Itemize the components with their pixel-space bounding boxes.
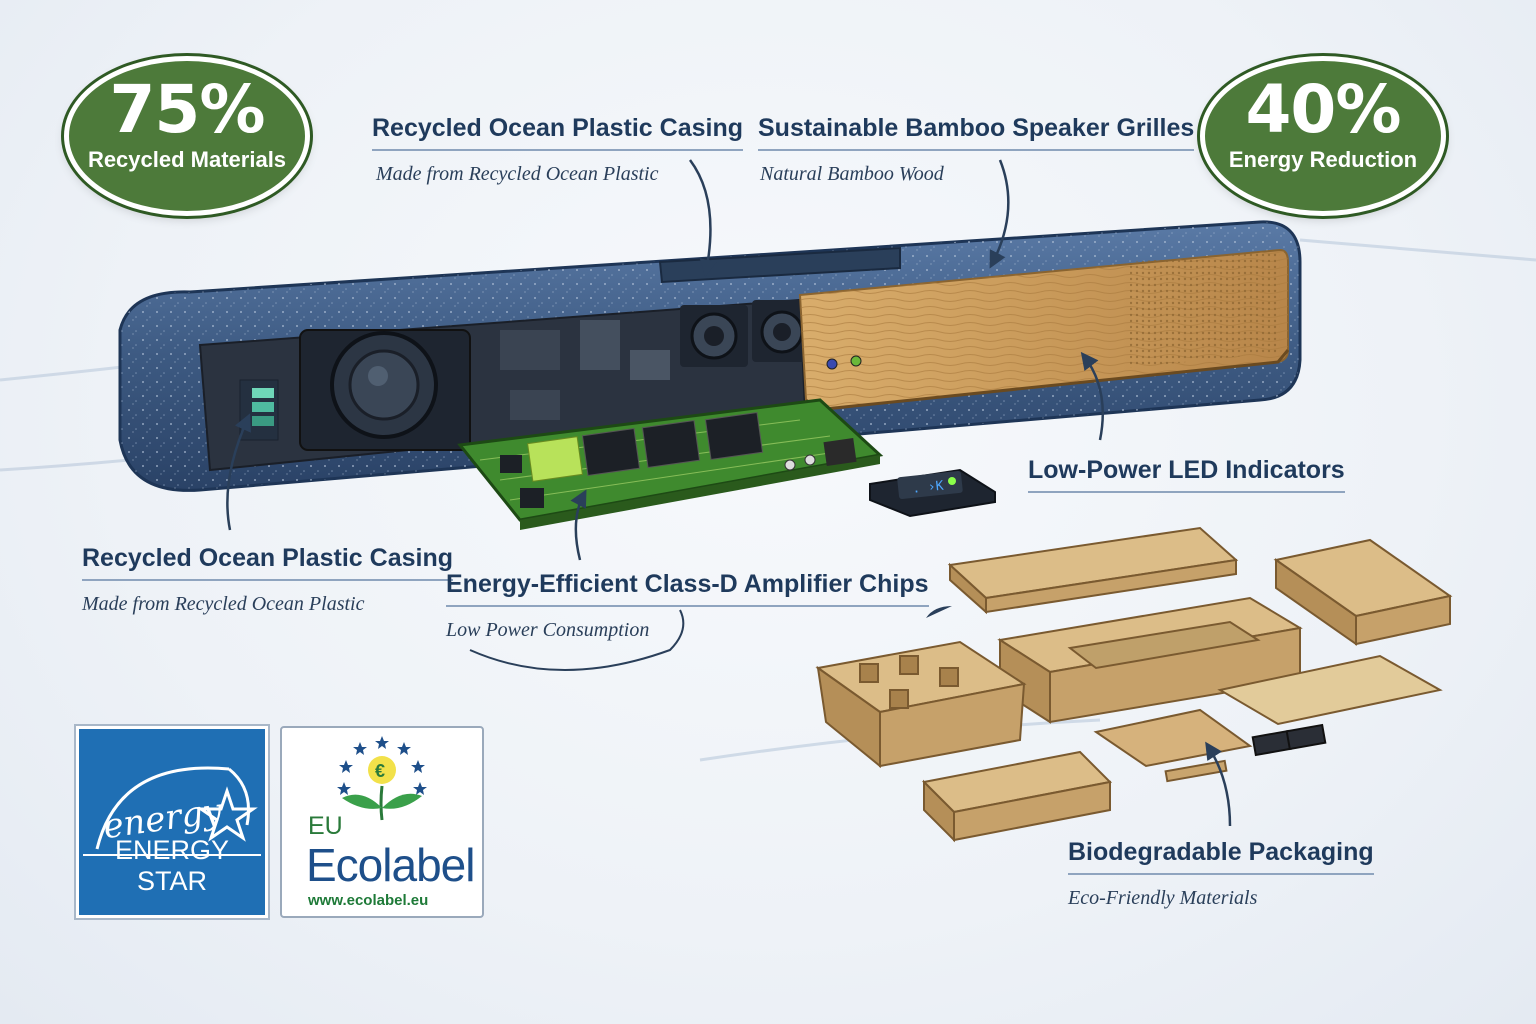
recycled-materials-label: Recycled Materials xyxy=(87,147,287,172)
callout-led: Low-Power LED Indicators xyxy=(1028,456,1345,493)
eu-flower-icon: € xyxy=(337,736,427,821)
recycled-materials-value: 75% xyxy=(109,71,266,148)
callout-casing-left-subtitle: Made from Recycled Ocean Plastic xyxy=(82,593,365,615)
callout-amplifier-title: Energy-Efficient Class-D Amplifier Chips xyxy=(446,570,929,607)
ecolabel-name: Ecolabel xyxy=(306,839,475,891)
callout-packaging: Biodegradable Packaging Eco-Friendly Mat… xyxy=(1068,838,1374,910)
callout-packaging-subtitle: Eco-Friendly Materials xyxy=(1068,887,1258,909)
energy-reduction-badge: 40% Energy Reduction xyxy=(1200,56,1446,216)
callout-bamboo: Sustainable Bamboo Speaker Grilles Natur… xyxy=(758,114,1195,186)
pack-marker xyxy=(926,606,952,618)
eu-ecolabel-logo: € EU Ecolabel www.ecolabel.eu xyxy=(280,726,484,918)
callout-bamboo-subtitle: Natural Bamboo Wood xyxy=(760,163,944,185)
arrow-bamboo xyxy=(989,159,1010,269)
arrow-casing-top xyxy=(688,159,717,278)
energy-star-label: ENERGY STAR xyxy=(114,835,230,896)
led-module: . ›K xyxy=(869,468,996,518)
svg-text:€: € xyxy=(375,761,385,781)
energy-star-logo: energy ENERGY STAR xyxy=(76,726,268,918)
packaging-pieces xyxy=(815,526,1453,843)
ecolabel-url: www.ecolabel.eu xyxy=(308,892,429,909)
leader-arrows xyxy=(226,159,1232,827)
arrow-casing-left xyxy=(226,413,251,531)
energy-reduction-label: Energy Reduction xyxy=(1228,147,1418,172)
soundbar xyxy=(118,220,1302,492)
callout-amplifier-subtitle: Low Power Consumption xyxy=(446,619,650,641)
amplifier-pcb xyxy=(457,398,884,530)
arrow-packaging xyxy=(1205,741,1232,827)
callout-led-title: Low-Power LED Indicators xyxy=(1028,456,1345,493)
callout-casing-top-subtitle: Made from Recycled Ocean Plastic xyxy=(376,163,659,185)
recycled-materials-badge: 75% Recycled Materials xyxy=(64,56,310,216)
callout-amplifier: Energy-Efficient Class-D Amplifier Chips… xyxy=(446,570,929,642)
callout-casing-left: Recycled Ocean Plastic Casing Made from … xyxy=(82,544,454,616)
bamboo-grille xyxy=(798,248,1290,412)
energy-star-icon xyxy=(83,766,261,856)
ecolabel-prefix: EU xyxy=(308,812,343,840)
svg-text:. ›K: . ›K xyxy=(912,479,945,497)
callout-bamboo-title: Sustainable Bamboo Speaker Grilles xyxy=(758,114,1195,151)
arrow-amplifier xyxy=(570,489,587,561)
callout-casing-left-title: Recycled Ocean Plastic Casing xyxy=(82,544,454,581)
arrow-led xyxy=(1080,351,1105,441)
swoosh-amplifier xyxy=(469,609,685,671)
callout-casing-top-title: Recycled Ocean Plastic Casing xyxy=(372,114,744,151)
callout-packaging-title: Biodegradable Packaging xyxy=(1068,838,1374,875)
callout-casing-top: Recycled Ocean Plastic Casing Made from … xyxy=(372,114,744,186)
energy-reduction-value: 40% xyxy=(1245,71,1402,148)
